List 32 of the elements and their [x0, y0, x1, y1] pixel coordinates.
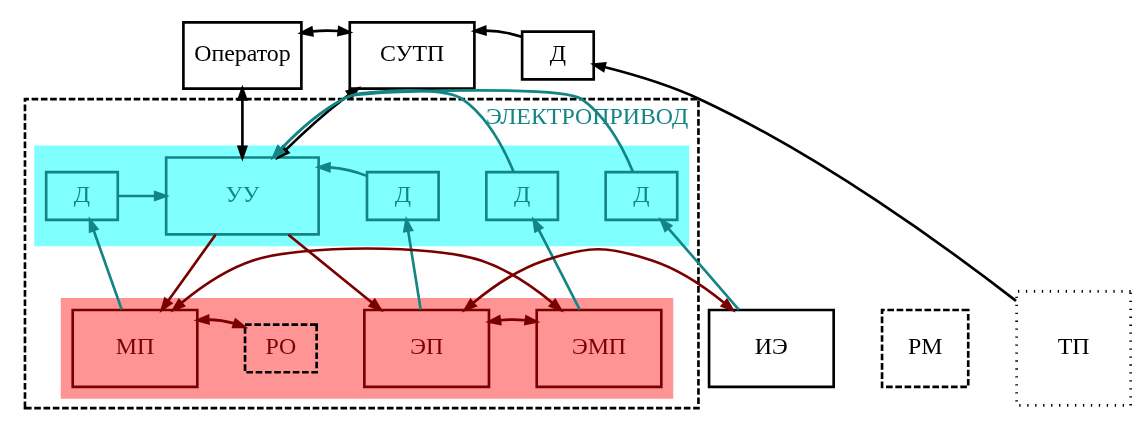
arrow: [159, 233, 217, 313]
arrow: [88, 216, 123, 310]
node-box: МП: [71, 308, 199, 389]
arrow: [270, 89, 515, 173]
node-box: Д: [44, 170, 120, 222]
arrow: [461, 248, 736, 313]
arrow: [236, 84, 248, 162]
arrow: [287, 233, 384, 313]
node-box: Оператор: [182, 20, 303, 90]
arrow: [470, 24, 522, 39]
node-box: РМ: [880, 308, 970, 389]
arrow: [485, 314, 541, 326]
node-box: Д: [604, 170, 679, 222]
arrow: [314, 161, 368, 178]
arrow: [658, 217, 740, 311]
node-box: Д: [365, 170, 440, 222]
node-box: ТП: [1015, 290, 1132, 407]
node-box: Д: [485, 170, 560, 222]
node-box: ЭП: [363, 308, 491, 389]
node-box: ЭМП: [535, 308, 663, 389]
arrow: [170, 247, 564, 313]
node-box: ИЭ: [707, 308, 835, 389]
node-box: Д: [520, 30, 596, 81]
arrow: [402, 216, 422, 310]
node-box: РО: [243, 323, 318, 374]
arrow: [118, 190, 170, 202]
node-box: СУТП: [348, 20, 476, 90]
node-box: УУ: [164, 156, 320, 236]
arrow: [531, 216, 581, 311]
arrow: [193, 313, 249, 329]
arrow: [297, 25, 354, 37]
arrow: [590, 61, 1017, 302]
